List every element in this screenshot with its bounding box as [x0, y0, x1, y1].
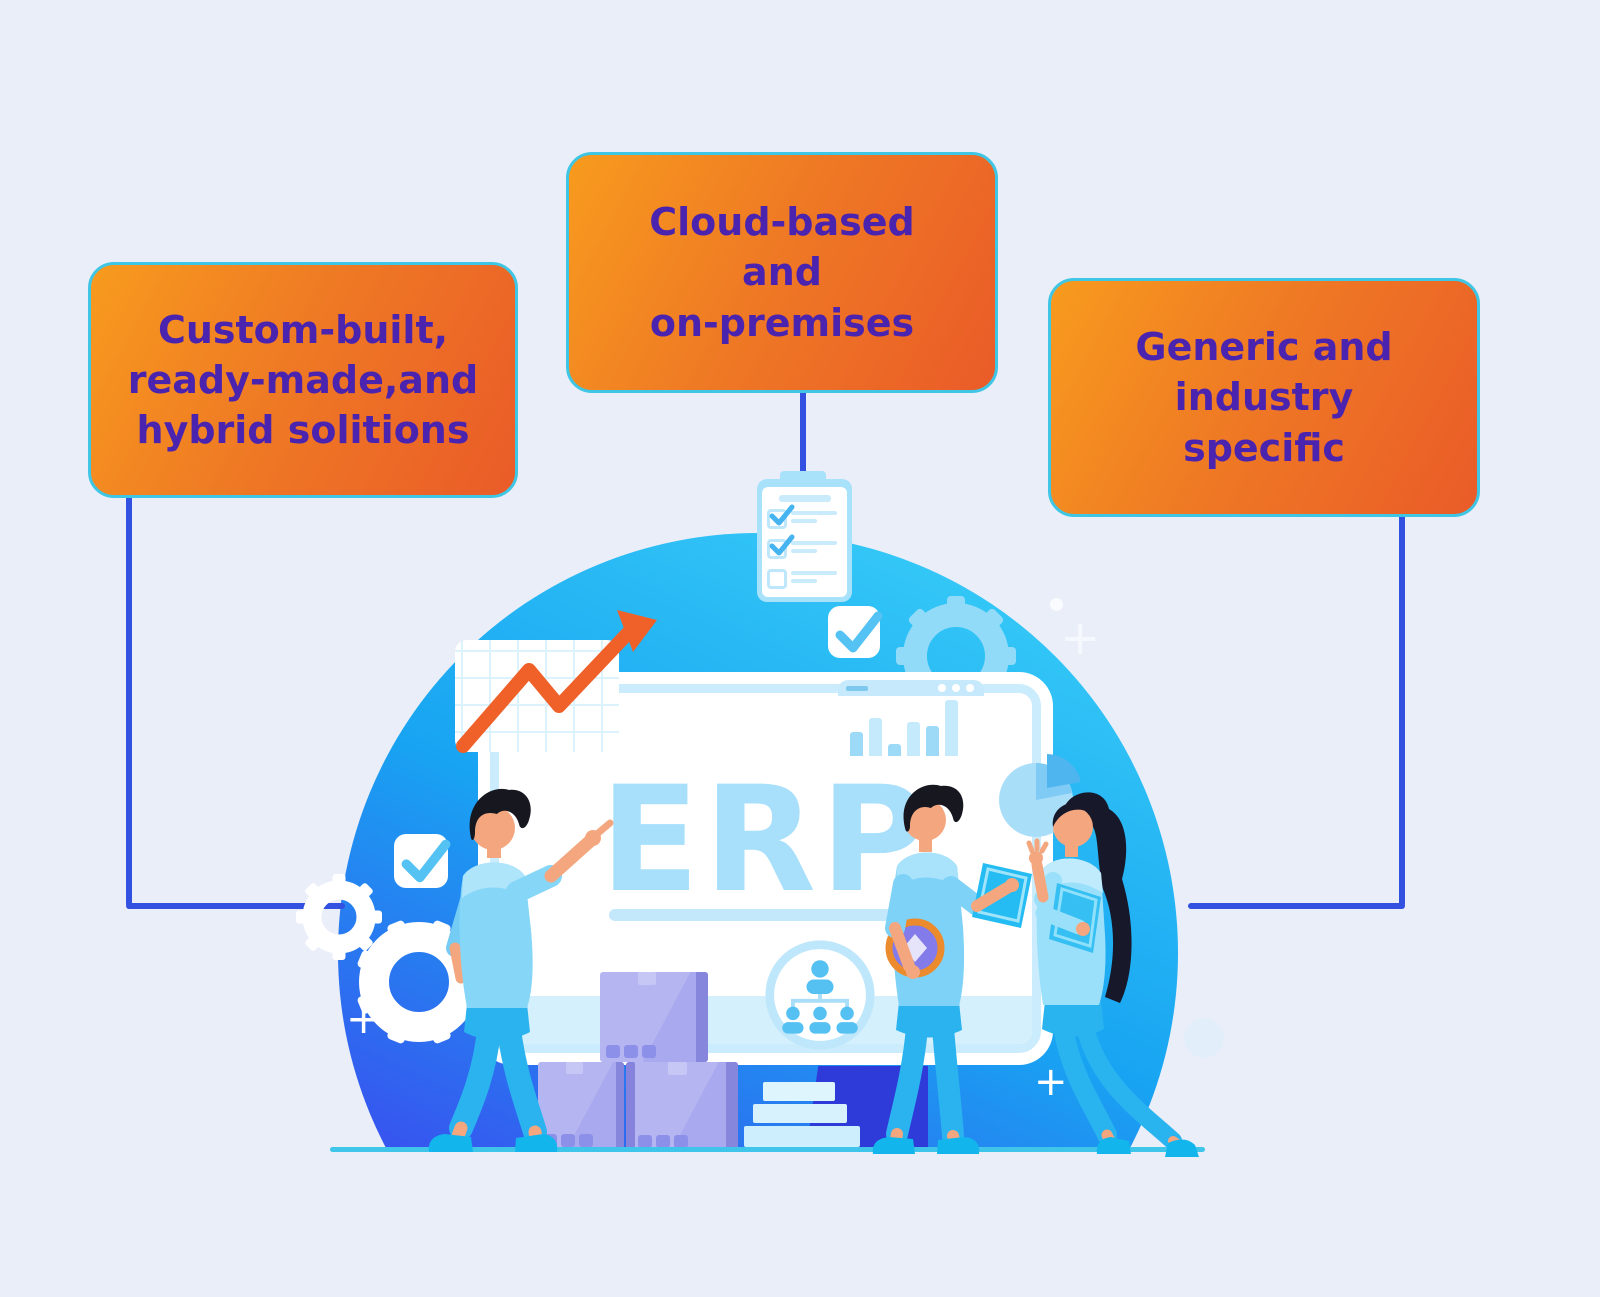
box-detail — [656, 1135, 670, 1148]
package-box-icon — [626, 1062, 738, 1152]
clipboard-title-line — [778, 495, 831, 502]
callout-deployment: Cloud-based and on-premises — [566, 152, 998, 393]
package-box-icon — [600, 972, 708, 1062]
callout-solutions-line2: ready-made,and — [127, 357, 479, 402]
box-edge — [616, 1062, 624, 1152]
box-detail — [606, 1045, 620, 1058]
checklist-text-lines — [791, 509, 837, 523]
callout-scope-line1: Generic and — [1135, 325, 1393, 370]
stand-step — [753, 1104, 847, 1123]
org-chart-icon — [765, 940, 875, 1050]
bar-chart-bars — [850, 698, 972, 756]
connector-right-vertical — [1399, 514, 1405, 907]
plus-sparkle-icon: + — [1060, 610, 1101, 666]
dot-sparkle-icon — [1050, 598, 1063, 611]
stand-step — [763, 1082, 835, 1101]
box-detail — [674, 1135, 688, 1148]
gear-icon — [296, 874, 382, 960]
box-edge — [726, 1062, 738, 1152]
checklist-row — [767, 569, 843, 589]
clipboard-rows — [762, 504, 847, 589]
box-edge — [696, 972, 708, 1062]
bar-chart-header — [838, 680, 984, 696]
checked-checkbox-icon — [767, 504, 795, 529]
erp-underline — [609, 909, 909, 921]
checklist-text-lines — [791, 569, 837, 583]
checklist-text-lines — [791, 539, 837, 553]
box-patch — [566, 1062, 583, 1074]
box-detail — [579, 1134, 593, 1147]
header-dot — [938, 684, 946, 692]
connector-middle-vertical — [800, 390, 806, 474]
connector-right-horizontal — [1188, 903, 1405, 909]
box-detail — [642, 1045, 656, 1058]
check-badge-icon — [394, 834, 451, 888]
clipboard-checklist-icon — [757, 471, 852, 602]
checklist-row — [767, 504, 843, 529]
bar-chart-bar — [926, 726, 939, 756]
person-pointing — [428, 788, 614, 1152]
box-patch — [668, 1062, 687, 1075]
callout-scope-line2: industry — [1174, 375, 1354, 420]
plus-sparkle-icon: + — [346, 994, 382, 1043]
callout-scope: Generic and industry specific — [1048, 278, 1480, 517]
callout-deployment-line3: on-premises — [649, 300, 915, 345]
checked-checkbox-icon — [767, 534, 795, 559]
person-with-folder — [1026, 792, 1199, 1157]
box-edge-left — [626, 1062, 635, 1152]
header-dot — [952, 684, 960, 692]
box-detail — [561, 1134, 575, 1147]
ground-line — [330, 1147, 1205, 1152]
plus-sparkle-icon: + — [1034, 1059, 1068, 1105]
bar-chart-bar — [888, 744, 901, 756]
callout-scope-line3: specific — [1183, 425, 1345, 470]
bar-chart-icon — [838, 680, 984, 762]
dot-sparkle-icon — [1184, 1018, 1224, 1058]
clipboard-clip — [780, 471, 826, 489]
bar-chart-bar — [907, 722, 920, 756]
unchecked-checkbox-icon — [767, 569, 787, 589]
header-dash — [846, 686, 868, 691]
check-badge-icon — [828, 606, 883, 658]
callout-solutions-line1: Custom-built, — [157, 307, 449, 352]
trend-arrow-icon — [456, 610, 657, 753]
package-box-icon — [538, 1062, 624, 1152]
person-with-tablet — [872, 784, 1032, 1154]
callout-solutions-line3: hybrid solitions — [136, 408, 470, 453]
callout-solutions: Custom-built, ready-made,and hybrid soli… — [88, 262, 518, 498]
box-detail — [638, 1135, 652, 1148]
connector-left-vertical — [126, 495, 132, 907]
erp-label: ERP — [599, 755, 932, 925]
clipboard-page — [762, 487, 847, 597]
bar-chart-bar — [869, 718, 882, 756]
header-dot — [966, 684, 974, 692]
stand-step — [744, 1126, 860, 1147]
bar-chart-bar — [945, 700, 958, 756]
box-patch — [638, 972, 656, 985]
line-chart-icon — [455, 640, 619, 752]
checklist-row — [767, 534, 843, 559]
connector-left-horizontal — [126, 903, 345, 909]
box-detail — [624, 1045, 638, 1058]
callout-deployment-line2: and — [742, 250, 822, 295]
callout-deployment-line1: Cloud-based — [649, 200, 915, 245]
bar-chart-bar — [850, 732, 863, 756]
